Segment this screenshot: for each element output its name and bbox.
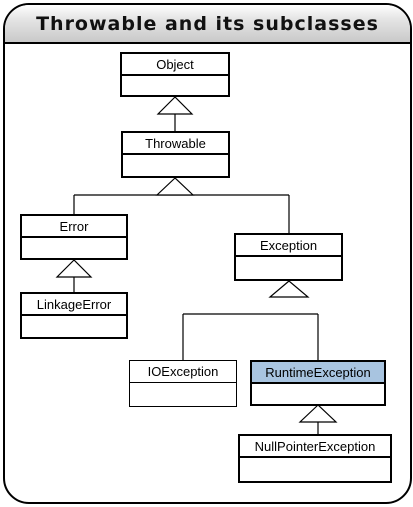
class-name: NullPointerException	[240, 436, 390, 458]
class-name: RuntimeException	[252, 362, 384, 384]
class-io-exception: IOException	[129, 360, 237, 407]
class-name: Error	[22, 216, 126, 238]
class-exception: Exception	[234, 233, 343, 281]
class-throwable: Throwable	[121, 131, 230, 178]
class-linkage-error: LinkageError	[20, 292, 128, 339]
diagram-title: Throwable and its subclasses	[36, 13, 379, 35]
class-error: Error	[20, 214, 128, 260]
class-name: IOException	[130, 361, 236, 383]
class-name: Object	[122, 54, 228, 76]
inheritance-arrow-object	[156, 96, 194, 115]
class-name: Exception	[236, 235, 341, 257]
inheritance-arrow-exception	[268, 280, 310, 298]
class-object: Object	[120, 52, 230, 97]
class-name: LinkageError	[22, 294, 126, 316]
inheritance-arrow-throwable	[155, 177, 195, 196]
title-bar: Throwable and its subclasses	[5, 5, 410, 44]
inheritance-arrow-runtimeexception	[298, 404, 338, 423]
class-null-pointer-exception: NullPointerException	[238, 434, 392, 483]
class-runtime-exception: RuntimeException	[250, 360, 386, 406]
class-name: Throwable	[123, 133, 228, 155]
inheritance-arrow-error	[55, 259, 93, 278]
